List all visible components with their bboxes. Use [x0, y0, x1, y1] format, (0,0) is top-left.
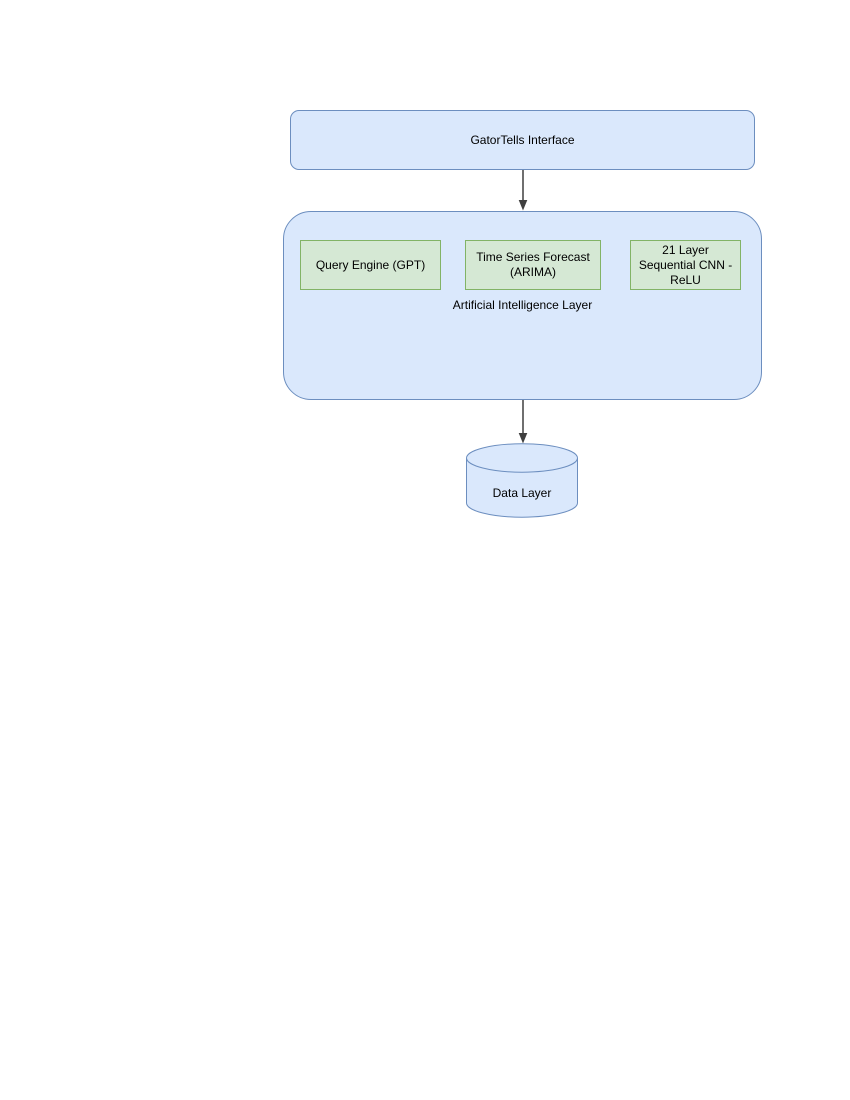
node-query-engine[interactable]: Query Engine (GPT) [300, 240, 441, 290]
node-time-series-forecast-label: Time Series Forecast (ARIMA) [476, 250, 590, 279]
node-query-engine-label: Query Engine (GPT) [315, 257, 426, 272]
node-time-series-forecast[interactable]: Time Series Forecast (ARIMA) [465, 240, 601, 290]
node-cnn[interactable]: 21 Layer Sequential CNN - ReLU [630, 240, 741, 290]
arrow-interface-to-ai-layer[interactable] [516, 170, 530, 211]
node-data-layer[interactable]: Data Layer [466, 443, 578, 518]
node-gatortells-interface-label: GatorTells Interface [470, 132, 575, 147]
node-data-layer-label: Data Layer [492, 486, 552, 500]
node-ai-layer-label: Artificial Intelligence Layer [452, 298, 593, 312]
arrow-ai-layer-to-data-layer[interactable] [516, 400, 530, 444]
node-gatortells-interface[interactable]: GatorTells Interface [290, 110, 755, 170]
cylinder-shape [466, 443, 578, 518]
node-cnn-label: 21 Layer Sequential CNN - ReLU [638, 242, 733, 287]
